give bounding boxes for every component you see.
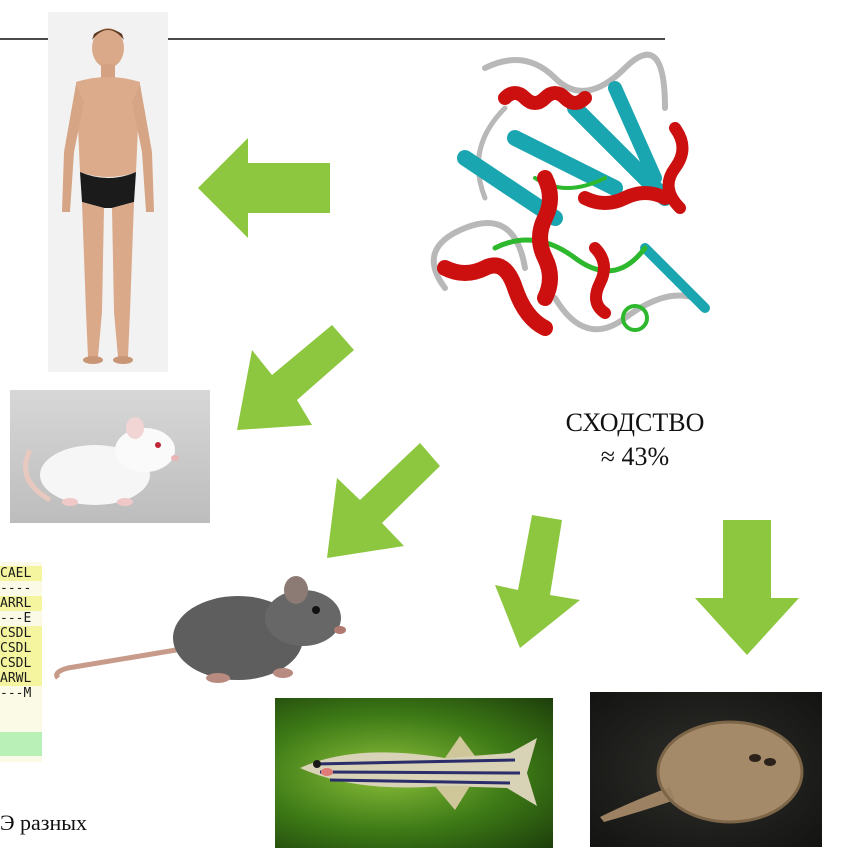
alignment-row: ARWL [0, 671, 42, 686]
alignment-row: ---E [0, 611, 42, 626]
alignment-row: ---- [0, 581, 42, 596]
alignment-row: CSDL [0, 626, 42, 641]
top-rule-right [168, 38, 665, 40]
zebrafish-photo [275, 698, 553, 848]
similarity-value: ≈ 43% [520, 440, 750, 474]
alignment-fragment: CAEL ---- ARRL ---E CSDL CSDL CSDL ARWL … [0, 562, 42, 762]
similarity-label: СХОДСТВО [520, 406, 750, 440]
protein-structure-image [405, 48, 735, 378]
alignment-row: CAEL [0, 566, 42, 581]
alignment-row: CSDL [0, 656, 42, 671]
similarity-caption: СХОДСТВО ≈ 43% [520, 406, 750, 474]
arrow-to-human [198, 138, 330, 238]
alignment-row: ---M [0, 686, 42, 701]
ray-photo [590, 692, 822, 847]
white-rat-photo [10, 390, 210, 523]
grey-rat-photo [48, 548, 358, 698]
arrow-to-grey-rat [322, 438, 442, 563]
human-photo [48, 12, 168, 372]
bottom-text: Э разных [0, 810, 87, 836]
arrow-to-ray [695, 520, 800, 655]
arrow-to-white-rat [232, 320, 357, 435]
arrow-to-zebrafish [490, 510, 590, 650]
alignment-row: ARRL [0, 596, 42, 611]
alignment-rows: CAEL ---- ARRL ---E CSDL CSDL CSDL ARWL … [0, 562, 42, 701]
alignment-row: CSDL [0, 641, 42, 656]
top-rule-left [0, 38, 50, 40]
alignment-green-block [0, 732, 42, 756]
